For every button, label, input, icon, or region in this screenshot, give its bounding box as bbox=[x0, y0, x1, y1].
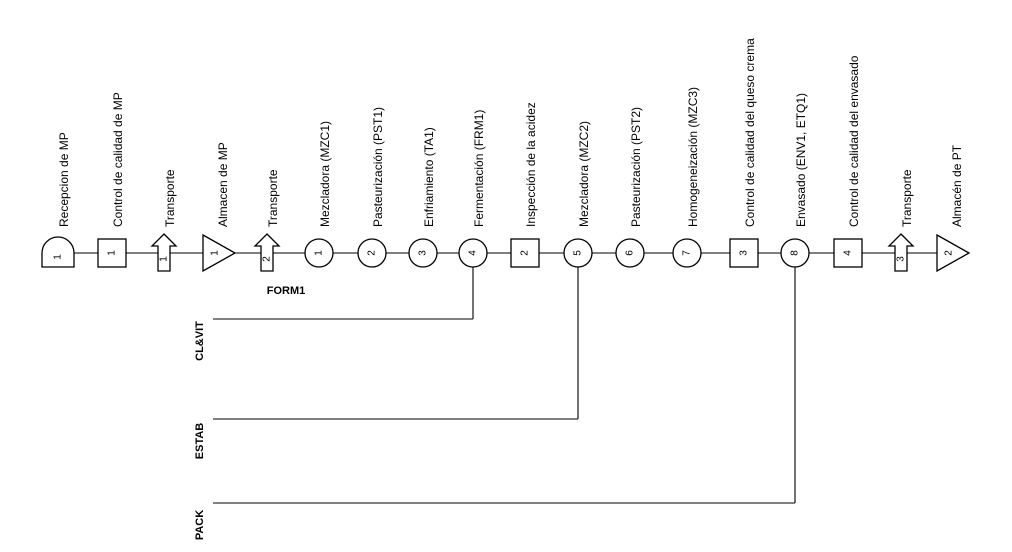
step-5-label: Transporte bbox=[266, 169, 280, 227]
step-8-operation-symbol: 3 bbox=[408, 238, 438, 268]
step-6-number: 1 bbox=[314, 250, 325, 256]
step-12-operation-symbol: 6 bbox=[615, 238, 645, 268]
step-2-inspection-symbol: 1 bbox=[97, 238, 127, 268]
feed-label-1: CL&VIT bbox=[194, 321, 206, 361]
flow-lines bbox=[68, 252, 939, 504]
step-9-label: Fermentación (FRM1) bbox=[472, 110, 486, 227]
step-13-operation-symbol: 7 bbox=[672, 238, 702, 268]
step-10-number: 2 bbox=[520, 250, 531, 256]
step-6-operation-symbol: 1 bbox=[304, 238, 334, 268]
step-17-label: Transporte bbox=[900, 169, 914, 227]
step-3-label: Transporte bbox=[163, 169, 177, 227]
step-11-operation-symbol: 5 bbox=[563, 238, 593, 268]
step-2-number: 1 bbox=[107, 250, 118, 256]
step-9-operation-symbol: 4 bbox=[458, 238, 488, 268]
step-16-inspection-symbol: 4 bbox=[833, 238, 863, 268]
step-17-transport-symbol: 3 bbox=[887, 233, 915, 272]
step-4-number: 1 bbox=[210, 250, 221, 256]
step-7-operation-symbol: 2 bbox=[357, 238, 387, 268]
step-18-label: Almacén de PT bbox=[950, 144, 964, 227]
step-15-label: Envasado (ENV1, ETQ1) bbox=[794, 93, 808, 227]
step-1-label: Recepcion de MP bbox=[57, 132, 71, 227]
step-1-number: 1 bbox=[53, 254, 64, 260]
step-6-label: Mezcladora (MZC1) bbox=[318, 121, 332, 227]
step-18-number: 2 bbox=[944, 250, 955, 256]
flow-labels: CL&VIT ESTAB PACK Recepcion de MP Control de… bbox=[57, 38, 964, 540]
step-13-number: 7 bbox=[682, 250, 693, 256]
step-4-storage-symbol: 1 bbox=[202, 233, 237, 273]
step-14-number: 3 bbox=[739, 250, 750, 256]
step-8-label: Enfriamiento (TA1) bbox=[422, 127, 436, 227]
step-5-transport-symbol: 2 bbox=[253, 233, 281, 272]
step-3-number: 1 bbox=[159, 256, 170, 262]
step-5-number: 2 bbox=[262, 256, 273, 262]
step-7-label: Pasteurización (PST1) bbox=[371, 107, 385, 227]
step-13-label: Homogeneización (MZC3) bbox=[686, 87, 700, 227]
step-14-inspection-symbol: 3 bbox=[729, 238, 759, 268]
step-3-transport-symbol: 1 bbox=[150, 233, 178, 272]
step-8-number: 3 bbox=[418, 250, 429, 256]
step-16-label: Control de calidad del envasado bbox=[847, 55, 861, 227]
step-10-inspection-symbol: 2 bbox=[510, 238, 540, 268]
step-12-number: 6 bbox=[625, 250, 636, 256]
step-17-number: 3 bbox=[896, 256, 907, 262]
feed-label-2: ESTAB bbox=[194, 423, 206, 460]
step-11-label: Mezcladora (MZC2) bbox=[577, 121, 591, 227]
step-15-operation-symbol: 8 bbox=[780, 238, 810, 268]
step-1-storage-receive-symbol: 1 bbox=[41, 236, 75, 268]
step-7-number: 2 bbox=[367, 250, 378, 256]
step-12-label: Pasteurización (PST2) bbox=[629, 107, 643, 227]
form1-label: FORM1 bbox=[267, 285, 306, 297]
step-15-number: 8 bbox=[790, 250, 801, 256]
feed-label-3: PACK bbox=[194, 510, 206, 540]
step-16-number: 4 bbox=[843, 250, 854, 256]
step-11-number: 5 bbox=[573, 250, 584, 256]
flow-symbols: 1 1 1 1 2 1 2 3 4 2 5 6 7 3 8 4 3 2 bbox=[41, 233, 971, 273]
step-2-label: Control de calidad de MP bbox=[111, 92, 125, 227]
step-10-label: Inspección de la acidez bbox=[524, 102, 538, 227]
step-14-label: Control de calidad del queso crema bbox=[743, 38, 757, 227]
step-9-number: 4 bbox=[468, 250, 479, 256]
step-4-label: Almacen de MP bbox=[216, 142, 230, 227]
step-18-storage-symbol: 2 bbox=[936, 233, 971, 273]
